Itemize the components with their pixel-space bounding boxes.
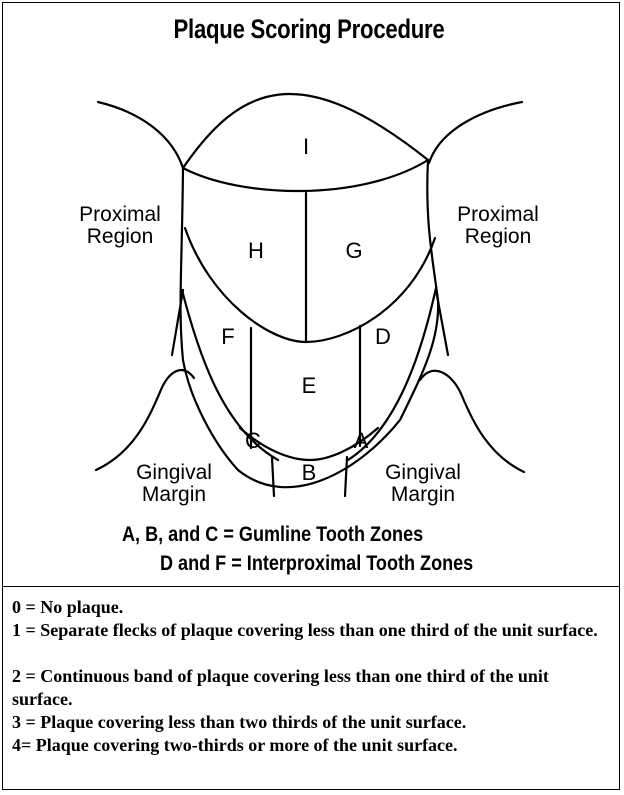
zone-f-outer-boundary bbox=[182, 290, 278, 460]
gingival-margin-right-label: Gingival Margin bbox=[367, 462, 479, 506]
score-4: 4= Plaque covering two-thirds or more of… bbox=[12, 734, 612, 757]
section-divider bbox=[2, 586, 620, 587]
score-1: 1 = Separate flecks of plaque covering l… bbox=[12, 619, 612, 642]
legend-interproximal-zones: D and F = Interproximal Tooth Zones bbox=[160, 552, 473, 576]
proximal-region-left-label: Proximal Region bbox=[64, 204, 176, 248]
zone-i-boundary bbox=[183, 160, 428, 191]
zone-label-h: H bbox=[246, 240, 266, 262]
tooth-diagram bbox=[0, 0, 624, 586]
gingival-margin-left-label: Gingival Margin bbox=[118, 462, 230, 506]
score-0: 0 = No plaque. bbox=[12, 596, 612, 619]
score-2: 2 = Continuous band of plaque covering l… bbox=[12, 665, 612, 711]
zone-label-b: B bbox=[299, 462, 319, 484]
zone-label-g: G bbox=[344, 240, 364, 262]
right-gingival-curve bbox=[420, 371, 524, 472]
left-gingival-curve bbox=[96, 370, 194, 470]
zone-b-right-boundary bbox=[345, 457, 347, 496]
zone-label-d: D bbox=[373, 326, 393, 348]
zone-b-left-boundary bbox=[272, 458, 274, 496]
zone-label-c: C bbox=[243, 430, 263, 452]
right-neighbor-tooth-outline bbox=[429, 102, 522, 163]
zone-label-f: F bbox=[218, 326, 238, 348]
zone-label-a: A bbox=[351, 430, 371, 452]
left-neighbor-tooth-outline bbox=[98, 102, 183, 168]
zone-label-i: I bbox=[296, 136, 316, 158]
proximal-region-right-label: Proximal Region bbox=[442, 204, 554, 248]
legend-gumline-zones: A, B, and C = Gumline Tooth Zones bbox=[122, 523, 423, 547]
zone-label-e: E bbox=[299, 375, 319, 397]
score-3: 3 = Plaque covering less than two thirds… bbox=[12, 711, 612, 734]
